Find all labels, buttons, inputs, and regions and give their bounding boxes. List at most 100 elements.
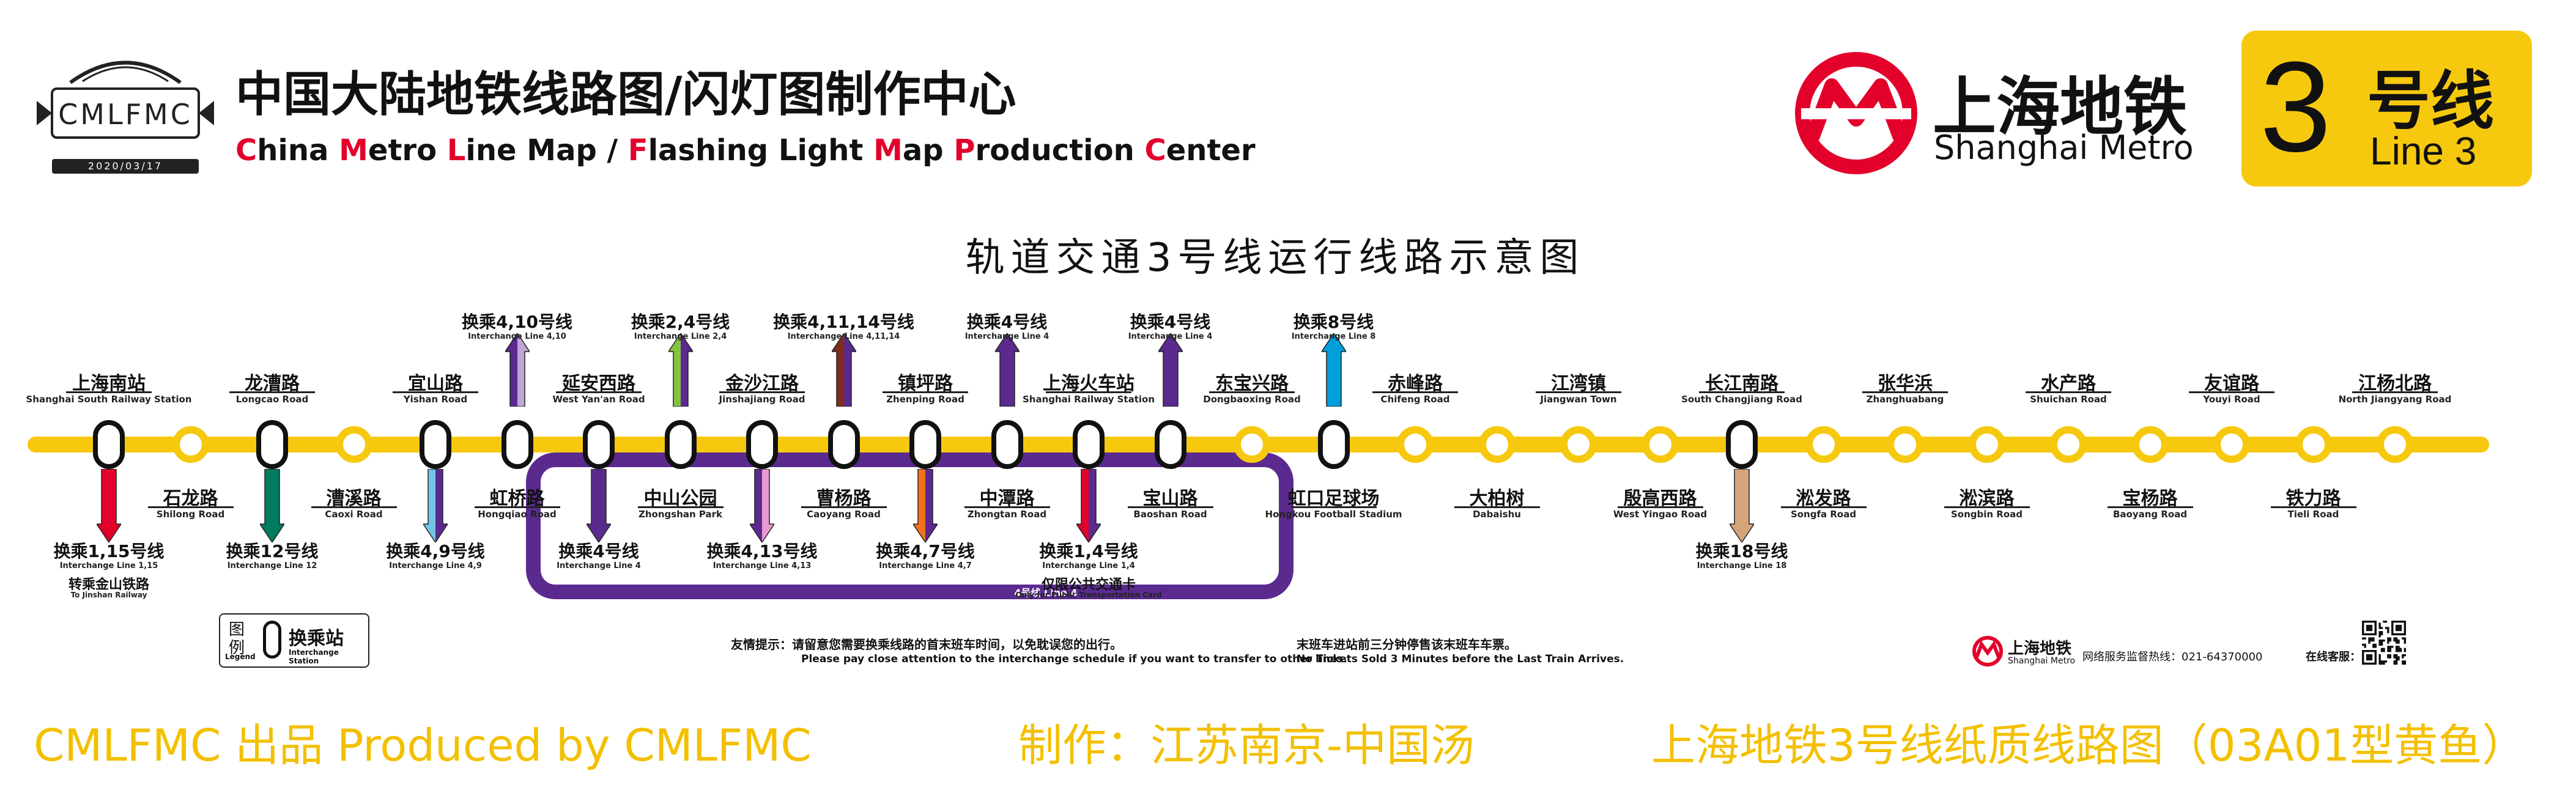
logo-date: 2020/03/17 bbox=[87, 160, 163, 172]
station-marker[interactable] bbox=[2213, 426, 2250, 463]
station-marker[interactable] bbox=[2050, 426, 2087, 463]
legend-interchange-icon bbox=[263, 621, 281, 659]
station-name-en: Zhongtan Road bbox=[967, 509, 1047, 520]
line-number: 3 bbox=[2260, 35, 2331, 179]
cmlfmc-logo: CMLFMC 2020/03/17 bbox=[34, 34, 217, 180]
transfer-extra-en: Only for Public Transportation Card bbox=[1015, 591, 1162, 599]
transfer-label-en: Interchange Line 4 bbox=[557, 561, 641, 570]
legend: 图例 Legend 换乘站 Interchange Station bbox=[219, 613, 369, 668]
transfer-arrow-icon bbox=[750, 469, 774, 542]
station-name: 漕溪路 bbox=[326, 488, 382, 509]
station-marker-interchange[interactable] bbox=[1726, 420, 1758, 469]
station-marker[interactable] bbox=[1560, 426, 1597, 463]
station-name-en: Youyi Road bbox=[2203, 394, 2260, 405]
transfer-label-en: Interchange Line 4,10 bbox=[468, 332, 566, 341]
station-name-en: Shanghai South Railway Station bbox=[26, 394, 192, 405]
legend-item-en: Interchange Station bbox=[289, 648, 339, 665]
station-name-en: Zhanghuabang bbox=[1866, 394, 1944, 405]
transfer-label-en: Interchange Line 1,15 bbox=[59, 561, 158, 570]
station-marker-interchange[interactable] bbox=[664, 420, 697, 469]
station-name: 延安西路 bbox=[562, 373, 635, 394]
station-marker[interactable] bbox=[1887, 426, 1923, 463]
transfer-label: 换乘4号线 bbox=[966, 312, 1048, 332]
station-name-en: Caoxi Road bbox=[325, 509, 383, 520]
shanghai-metro-logo-icon bbox=[1795, 52, 1917, 174]
transfer-label: 换乘4,10号线 bbox=[461, 312, 573, 332]
legend-title-en: Legend bbox=[225, 652, 256, 661]
bottom-brand-cn: 上海地铁 bbox=[2008, 640, 2072, 658]
station-marker-interchange[interactable] bbox=[1154, 420, 1186, 469]
label-divider bbox=[474, 506, 560, 508]
station-name-en: Jinshajiang Road bbox=[719, 394, 805, 405]
station-marker-interchange[interactable] bbox=[420, 420, 451, 469]
station-name: 江湾镇 bbox=[1551, 373, 1606, 394]
station-name-en: North Jiangyang Road bbox=[2338, 394, 2452, 405]
station-marker-interchange[interactable] bbox=[583, 420, 615, 469]
line-en: Line 3 bbox=[2370, 129, 2477, 173]
transfer-label: 换乘4,9号线 bbox=[386, 541, 485, 561]
station-marker-interchange[interactable] bbox=[93, 420, 125, 469]
transfer-label: 换乘1,4号线 bbox=[1039, 541, 1138, 561]
station-marker[interactable] bbox=[172, 426, 209, 463]
label-divider bbox=[229, 391, 315, 393]
station-name: 淞滨路 bbox=[1959, 488, 2015, 509]
transfer-arrow-icon bbox=[994, 333, 1020, 407]
station-marker-interchange[interactable] bbox=[827, 420, 860, 469]
station-marker-interchange[interactable] bbox=[909, 420, 941, 469]
station-name: 殷高西路 bbox=[1623, 488, 1697, 509]
footer-left: CMLFMC 出品 Produced by CMLFMC bbox=[34, 720, 812, 771]
station-name-en: Baoshan Road bbox=[1133, 509, 1207, 520]
transfer-arrow-icon bbox=[1076, 469, 1101, 542]
station-name-en: Hongkou Football Stadium bbox=[1265, 509, 1402, 520]
map-title: 轨道交通3号线运行线路示意图 bbox=[965, 235, 1585, 281]
transfer-arrow-icon bbox=[260, 469, 284, 542]
station-name: 长江南路 bbox=[1705, 373, 1778, 394]
transfer-label-en: Interchange Line 4 bbox=[1128, 332, 1213, 341]
transfer-label-en: Interchange Line 4,13 bbox=[712, 561, 812, 570]
station-name-en: Shilong Road bbox=[156, 509, 225, 520]
transfer-label: 换乘2,4号线 bbox=[631, 312, 730, 332]
transfer-label: 换乘4,13号线 bbox=[706, 541, 818, 561]
station-marker[interactable] bbox=[1397, 426, 1434, 463]
station-marker-interchange[interactable] bbox=[1317, 420, 1350, 469]
transfer-label-en: Interchange Line 12 bbox=[227, 561, 317, 570]
station-marker[interactable] bbox=[1968, 426, 2005, 463]
station-name-en: Dabaishu bbox=[1473, 509, 1521, 520]
station-marker-interchange[interactable] bbox=[501, 420, 533, 469]
station-name: 宜山路 bbox=[408, 373, 463, 394]
qr-code-icon[interactable] bbox=[2362, 621, 2406, 665]
station-marker[interactable] bbox=[1478, 426, 1516, 463]
station-marker[interactable] bbox=[335, 426, 372, 463]
transfer-extra: 仅限公共交通卡 bbox=[1041, 577, 1136, 592]
station-marker[interactable] bbox=[1641, 426, 1679, 463]
transfer-arrow-icon bbox=[505, 333, 530, 407]
label-divider bbox=[637, 506, 724, 508]
station-name-en: Shanghai Railway Station bbox=[1022, 394, 1155, 405]
station-name: 金沙江路 bbox=[725, 373, 799, 394]
station-name: 东宝兴路 bbox=[1215, 373, 1289, 394]
label-divider bbox=[311, 506, 397, 508]
label-divider bbox=[1290, 506, 1377, 508]
label-divider bbox=[556, 391, 642, 393]
transfer-label-en: Interchange Line 4,11,14 bbox=[787, 332, 900, 341]
station-name-en: Longcao Road bbox=[235, 394, 309, 405]
label-divider bbox=[1127, 506, 1213, 508]
station-marker[interactable] bbox=[2377, 426, 2413, 463]
label-divider bbox=[1046, 391, 1131, 393]
label-divider bbox=[1372, 391, 1458, 393]
station-name: 虹口足球场 bbox=[1287, 488, 1380, 509]
transfer-arrow-icon bbox=[1158, 333, 1183, 407]
station-marker-interchange[interactable] bbox=[991, 420, 1023, 469]
station-name: 水产路 bbox=[2041, 373, 2096, 394]
station-marker-interchange[interactable] bbox=[1073, 420, 1105, 469]
station-marker[interactable] bbox=[2131, 426, 2169, 463]
station-name-en: Zhongshan Park bbox=[638, 509, 722, 520]
tip-cn: 友情提示：请留意您需要换乘线路的首末班车时间，以免耽误您的出行。 bbox=[731, 637, 1122, 652]
last-train-en: No Tickets Sold 3 Minutes before the Las… bbox=[1297, 653, 1624, 665]
station-name: 中山公园 bbox=[643, 488, 717, 509]
station-marker-interchange[interactable] bbox=[746, 420, 778, 469]
station-marker[interactable] bbox=[2295, 426, 2332, 463]
station-marker[interactable] bbox=[1805, 426, 1842, 463]
station-marker-interchange[interactable] bbox=[256, 420, 288, 469]
station-marker[interactable] bbox=[1234, 426, 1270, 463]
